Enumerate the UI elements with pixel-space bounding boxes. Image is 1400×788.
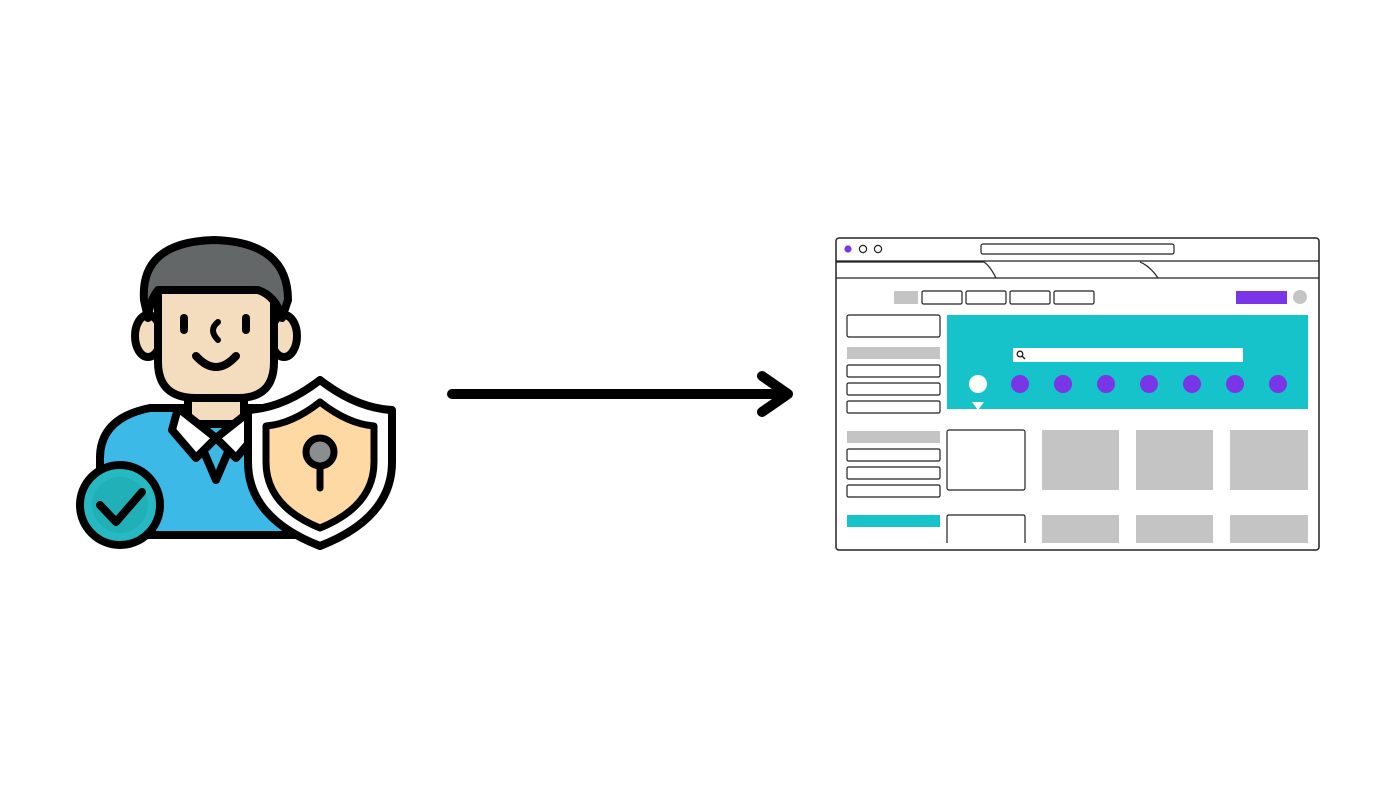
category-dot bbox=[1140, 375, 1158, 393]
content-card bbox=[1136, 515, 1213, 543]
content-card bbox=[1042, 515, 1119, 543]
sidebar-item-6 bbox=[846, 484, 941, 498]
nav-avatar bbox=[1293, 290, 1307, 304]
sidebar-heading-2 bbox=[847, 431, 940, 443]
window-dot-max bbox=[873, 244, 883, 254]
nav-link-4 bbox=[1053, 290, 1095, 305]
window-dot-close bbox=[844, 245, 852, 253]
face bbox=[154, 286, 278, 402]
content-card bbox=[1136, 430, 1213, 490]
category-pointer bbox=[972, 402, 984, 410]
nav-link-1 bbox=[921, 290, 963, 305]
user-icon bbox=[76, 236, 396, 550]
category-dot bbox=[1183, 375, 1201, 393]
category-dot bbox=[1097, 375, 1115, 393]
tab-left bbox=[836, 261, 997, 279]
address-bar bbox=[980, 243, 1175, 255]
shield-keyhole-icon bbox=[244, 376, 396, 550]
website-wireframe-icon bbox=[835, 237, 1320, 551]
search-icon bbox=[1016, 350, 1026, 360]
category-dot bbox=[1269, 375, 1287, 393]
sidebar-heading-1 bbox=[847, 347, 940, 359]
category-dot bbox=[1054, 375, 1072, 393]
content-card bbox=[1042, 430, 1119, 490]
nav-link-2 bbox=[965, 290, 1007, 305]
category-dot bbox=[1226, 375, 1244, 393]
arrow-right-icon bbox=[447, 371, 793, 417]
sidebar-item-3 bbox=[846, 400, 941, 414]
sidebar-item-4 bbox=[846, 448, 941, 462]
tab-right bbox=[1139, 261, 1159, 279]
sidebar-item-1 bbox=[846, 364, 941, 378]
hair bbox=[139, 236, 292, 322]
shirt-v bbox=[200, 450, 232, 484]
window-dot-min bbox=[858, 244, 868, 254]
checkmark-badge-icon bbox=[76, 461, 164, 549]
nav-logo bbox=[894, 291, 918, 304]
nav-cta-button bbox=[1236, 291, 1287, 304]
nav-link-3 bbox=[1009, 290, 1051, 305]
sidebar-cta bbox=[847, 515, 940, 527]
content-card bbox=[1230, 430, 1308, 490]
content-card-featured-2 bbox=[946, 514, 1026, 543]
collar-left bbox=[168, 404, 220, 462]
category-dot-active bbox=[969, 375, 987, 393]
nose bbox=[210, 319, 221, 343]
smile bbox=[192, 352, 240, 371]
hero-search-bar bbox=[1013, 348, 1243, 362]
content-card bbox=[1230, 515, 1308, 543]
content-card-featured bbox=[946, 429, 1026, 491]
sidebar-item-5 bbox=[846, 466, 941, 480]
category-dot bbox=[1011, 375, 1029, 393]
sidebar-box bbox=[846, 314, 941, 338]
sidebar-item-2 bbox=[846, 382, 941, 396]
